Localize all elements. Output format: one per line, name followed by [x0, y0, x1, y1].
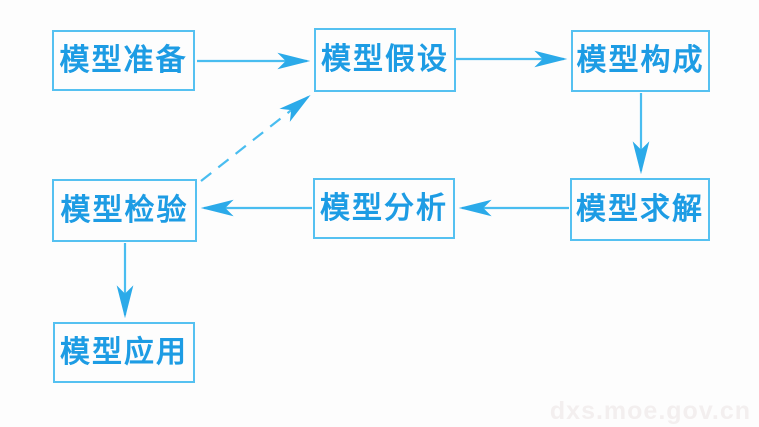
node-label: 模型分析 — [320, 191, 448, 225]
node-model-analysis: 模型分析 — [313, 178, 455, 239]
node-model-application: 模型应用 — [53, 322, 195, 383]
edge-verify-to-assume-dashed — [200, 94, 311, 182]
watermark: dxs.moe.gov.cn — [549, 397, 751, 425]
node-model-verification: 模型检验 — [52, 179, 197, 242]
node-label: 模型求解 — [576, 192, 704, 226]
node-model-solving: 模型求解 — [570, 178, 710, 241]
node-label: 模型应用 — [60, 335, 188, 369]
node-label: 模型假设 — [321, 43, 449, 76]
node-model-assumption: 模型假设 — [314, 28, 456, 92]
node-label: 模型准备 — [59, 43, 188, 77]
node-model-preparation: 模型准备 — [52, 30, 195, 91]
node-model-construction: 模型构成 — [571, 30, 710, 92]
node-label: 模型构成 — [576, 44, 705, 77]
node-label: 模型检验 — [60, 193, 189, 227]
